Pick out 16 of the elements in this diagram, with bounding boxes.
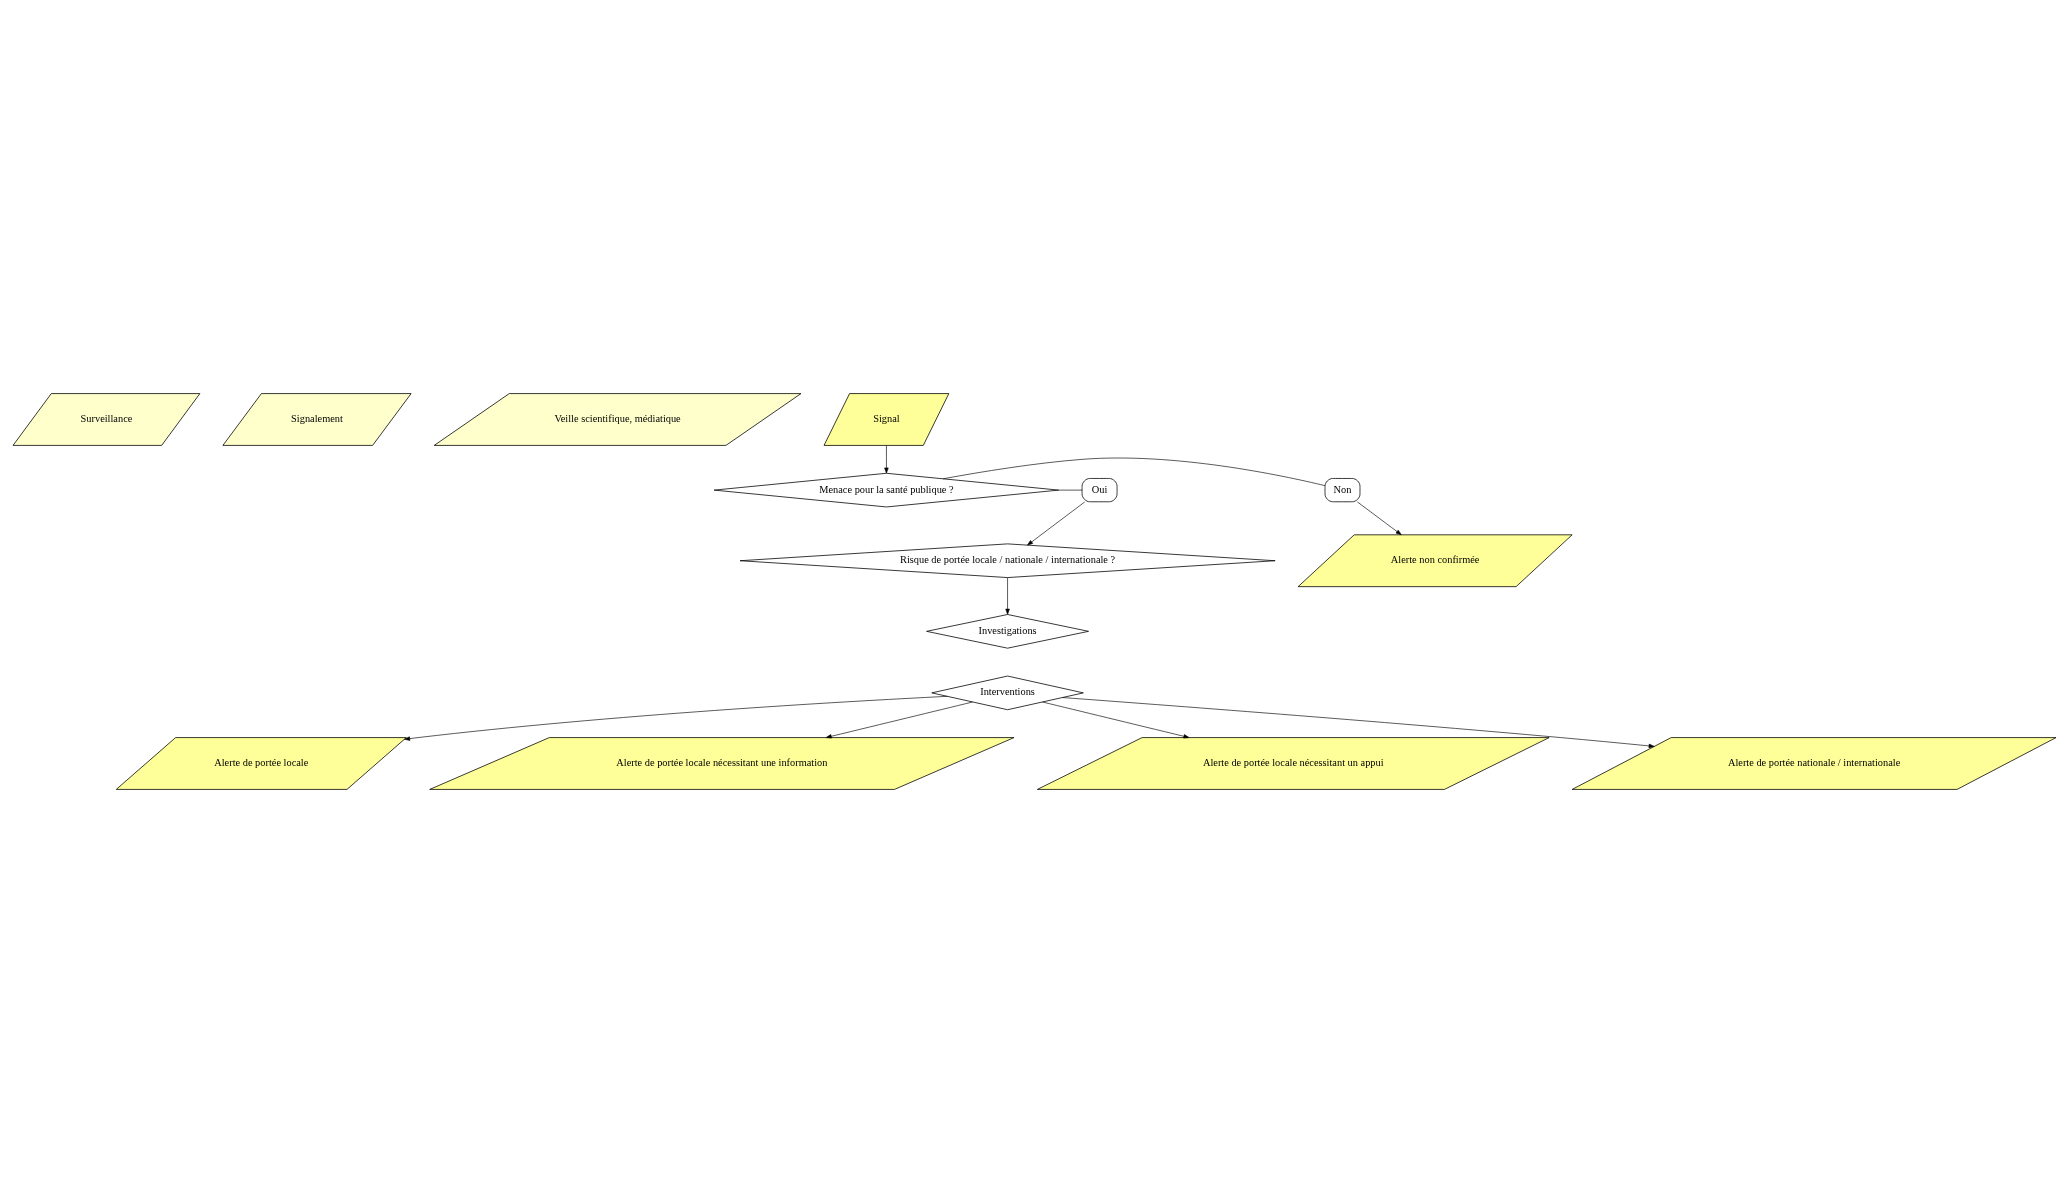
node-diamond: Investigations: [926, 613, 1089, 649]
arrow: [1027, 501, 1086, 545]
arrow: [884, 444, 889, 473]
node-box: Oui: [1081, 477, 1118, 502]
arrow: [404, 695, 948, 741]
node-diamond: Risque de portée locale / nationale / internationale ?: [739, 543, 1276, 578]
connector: [1058, 489, 1083, 490]
node-diamond: Menace pour la santé publique ?: [713, 472, 1060, 507]
node-diamond: Interventions: [931, 675, 1084, 710]
arrow: [1005, 576, 1010, 615]
arrow: [1042, 701, 1190, 738]
arrow: [1357, 501, 1402, 535]
node-box: Non: [1324, 477, 1361, 502]
arrow: [1062, 696, 1655, 748]
arrow: [825, 701, 973, 738]
connector: [942, 457, 1326, 486]
